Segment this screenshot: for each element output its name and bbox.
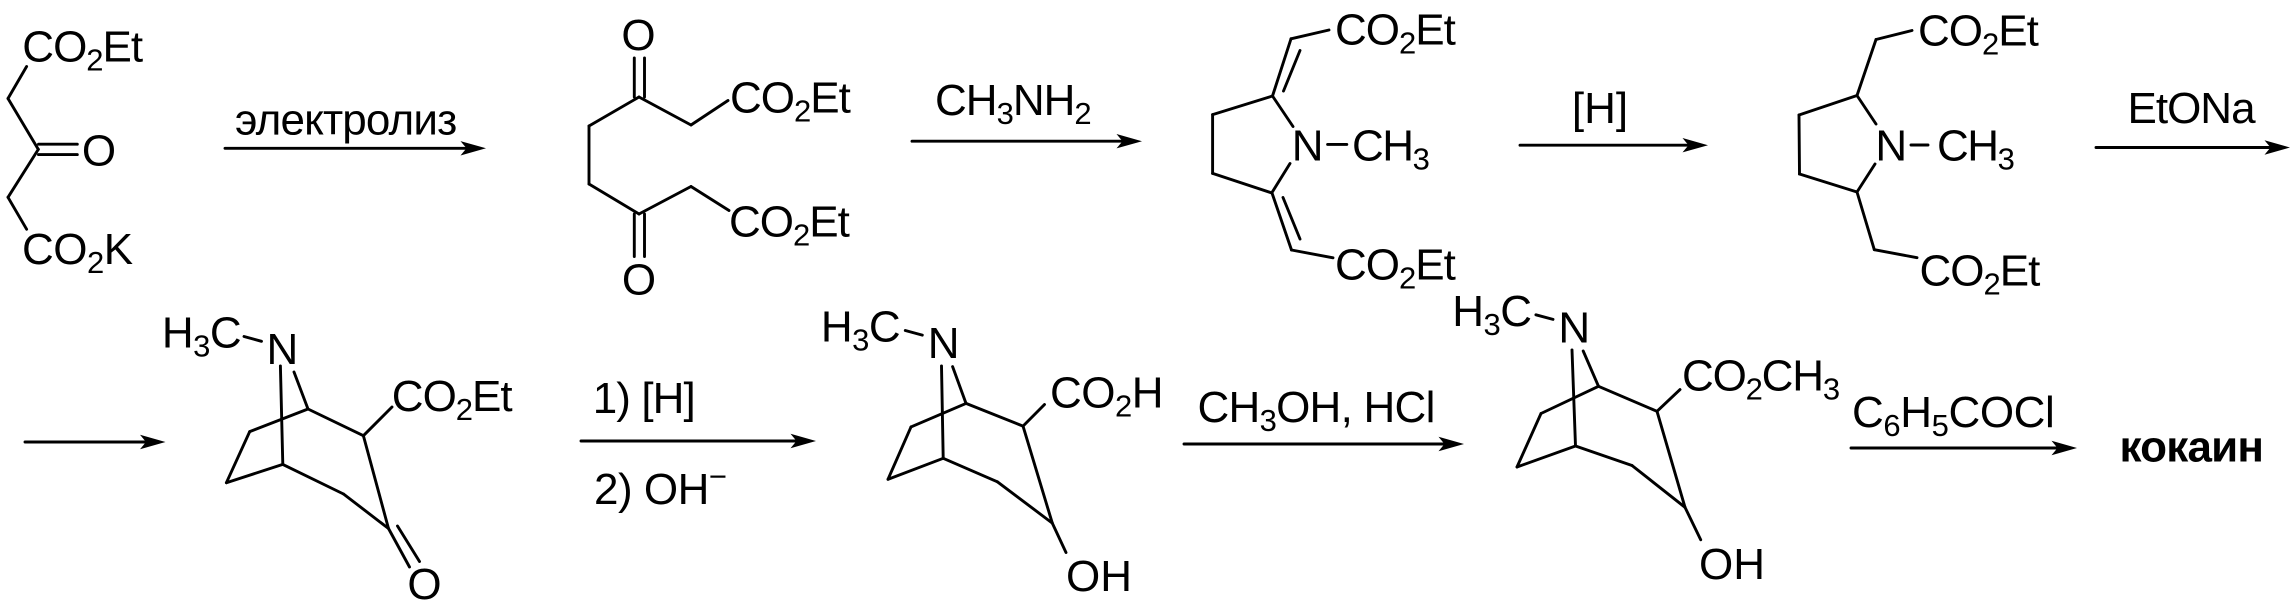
svg-text:OH: OH	[1699, 540, 1765, 589]
svg-text:кокаин: кокаин	[2120, 422, 2264, 471]
svg-text:N: N	[1875, 122, 1907, 171]
svg-text:C6H5COCl: C6H5COCl	[1852, 388, 2054, 443]
svg-text:H3C: H3C	[821, 303, 900, 358]
svg-text:CO2Et: CO2Et	[729, 197, 850, 252]
svg-text:CO2CH3: CO2CH3	[1682, 352, 1839, 407]
svg-text:H3C: H3C	[1452, 287, 1531, 342]
svg-text:N: N	[267, 325, 299, 374]
svg-text:[H]: [H]	[1572, 84, 1628, 133]
svg-text:N: N	[1292, 121, 1324, 170]
svg-text:электролиз: электролиз	[235, 95, 456, 144]
svg-text:CO2H: CO2H	[1050, 368, 1163, 423]
svg-text:H3C: H3C	[162, 309, 241, 364]
svg-text:CO2Et: CO2Et	[392, 372, 513, 427]
svg-text:O: O	[621, 11, 655, 60]
svg-text:CO2Et: CO2Et	[1335, 5, 1456, 60]
svg-text:CO2Et: CO2Et	[1920, 246, 2041, 301]
svg-text:O: O	[82, 127, 116, 176]
svg-text:1) [H]: 1) [H]	[593, 374, 695, 423]
svg-text:OH: OH	[1066, 552, 1132, 601]
svg-text:N: N	[1558, 303, 1590, 352]
svg-text:EtONa: EtONa	[2128, 84, 2257, 133]
svg-text:N: N	[928, 319, 960, 368]
svg-text:O: O	[407, 560, 441, 609]
svg-text:O: O	[622, 256, 656, 305]
svg-text:2) OH−: 2) OH−	[594, 459, 726, 514]
svg-text:CH3OH, HCl: CH3OH, HCl	[1198, 383, 1435, 438]
svg-text:CH3: CH3	[1937, 122, 2014, 177]
svg-text:CH3: CH3	[1352, 121, 1429, 176]
svg-text:CO2Et: CO2Et	[1918, 6, 2039, 61]
svg-text:CO2K: CO2K	[22, 225, 133, 280]
svg-text:CH3NH2: CH3NH2	[935, 76, 1091, 131]
svg-text:CO2Et: CO2Et	[22, 23, 143, 78]
svg-text:CO2Et: CO2Et	[730, 73, 851, 128]
svg-text:CO2Et: CO2Et	[1335, 241, 1456, 296]
